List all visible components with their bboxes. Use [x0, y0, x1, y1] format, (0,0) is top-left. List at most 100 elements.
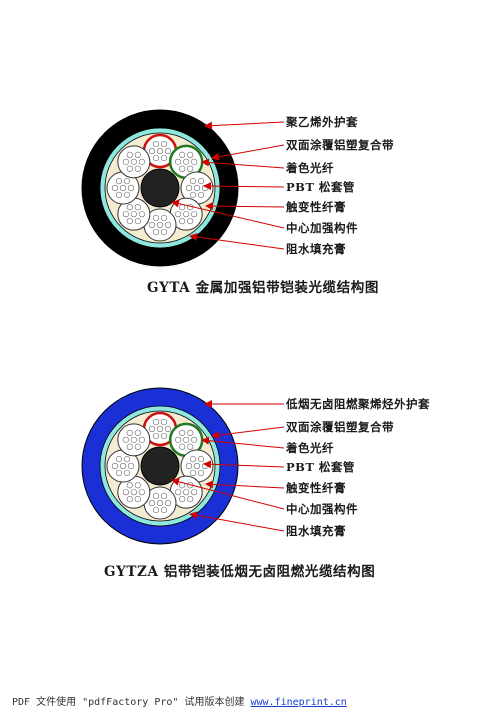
fiber-dot: [187, 151, 194, 159]
fiber-dot: [138, 489, 145, 496]
fiber-dot: [126, 443, 133, 450]
fiber-dot: [191, 211, 198, 218]
fiber-dot: [193, 184, 201, 192]
fiber-dot: [183, 158, 190, 165]
label-colored-fiber: 着色光纤: [286, 441, 334, 455]
fiber-dot: [123, 469, 131, 477]
fiber-dot: [122, 436, 129, 443]
leader-line: [204, 121, 285, 130]
label-outer-sheath: 聚乙烯外护套: [286, 115, 358, 129]
fiber-dot: [179, 443, 186, 450]
fiber-dot: [130, 158, 137, 165]
pbt-loose-tube: [143, 486, 177, 520]
fiber-dot: [148, 499, 156, 507]
fiber-dot: [122, 489, 129, 496]
fiber-dot: [189, 191, 197, 199]
fiber-dot: [130, 436, 137, 443]
fiber-dot: [160, 492, 168, 500]
fiber-dot: [160, 228, 168, 236]
fiber-dot: [156, 221, 164, 229]
fiber-dot: [189, 455, 197, 463]
label-central-member: 中心加强构件: [286, 502, 358, 516]
fiber-dot: [138, 158, 145, 165]
fiber-dot: [126, 165, 133, 172]
fiber-dot: [191, 436, 198, 443]
label-armor-tape: 双面涂覆铝塑复合带: [286, 138, 394, 152]
pbt-loose-tube: [143, 208, 177, 242]
leader-line: [205, 202, 285, 211]
gytza-caption: GYTZA 铝带铠装低烟无卤阻燃光缆结构图: [104, 564, 376, 580]
fiber-dot: [156, 147, 164, 155]
fiber-dot: [164, 147, 172, 155]
fiber-dot: [134, 151, 141, 159]
label-filling-compound: 阻水填充膏: [286, 242, 346, 256]
gyta-caption: GYTA 金属加强铝带铠装光缆结构图: [147, 280, 379, 296]
fiber-dot: [183, 211, 190, 218]
fiber-dot: [156, 425, 164, 433]
fiber-dot: [175, 489, 182, 496]
fiber-dot: [111, 462, 119, 470]
label-thixotropic-gel: 触变性纤膏: [286, 200, 346, 214]
fiber-dot: [115, 469, 123, 477]
pbt-loose-tube: [168, 422, 204, 458]
leader-line: [171, 199, 285, 229]
pbt-loose-tube: [117, 423, 151, 457]
fiber-dot: [179, 151, 186, 159]
footer-text: PDF 文件使用 "pdfFactory Pro" 试用版本创建: [12, 697, 251, 708]
fiber-dot: [115, 177, 123, 185]
fiber-dot: [189, 177, 197, 185]
leader-line: [205, 480, 285, 489]
fiber-dot: [187, 443, 194, 450]
leader-line: [189, 511, 285, 532]
fiber-dot: [123, 455, 131, 463]
label-pbt-tube: PBT 松套管: [286, 460, 355, 474]
fiber-dot: [126, 217, 133, 225]
label-thixotropic-gel: 触变性纤膏: [286, 481, 346, 495]
label-outer-sheath: 低烟无卤阻燃聚烯烃外护套: [286, 397, 430, 411]
fiber-dot: [185, 184, 193, 192]
fiber-dot: [152, 228, 160, 236]
fiber-dot: [197, 469, 205, 477]
pbt-loose-tube: [117, 145, 151, 179]
fiber-dot: [138, 211, 145, 218]
fiber-dot: [152, 214, 160, 222]
footer-link[interactable]: www.fineprint.cn: [250, 697, 347, 708]
fiber-dot: [126, 482, 133, 489]
fiber-dot: [115, 455, 123, 463]
fiber-dot: [191, 489, 198, 496]
fiber-dot: [152, 506, 160, 514]
fiber-dot: [134, 443, 141, 450]
fiber-dot: [191, 158, 198, 165]
fiber-dot: [160, 432, 168, 440]
label-armor-tape: 双面涂覆铝塑复合带: [286, 420, 394, 434]
fiber-dot: [134, 217, 141, 225]
fiber-dot: [187, 429, 194, 437]
fiber-dot: [156, 499, 164, 507]
fiber-dot: [122, 158, 129, 165]
fiber-dot: [152, 140, 160, 148]
fiber-dot: [175, 158, 182, 165]
fiber-dot: [134, 165, 141, 172]
fiber-dot: [134, 482, 141, 489]
fiber-dot: [134, 204, 141, 211]
fiber-dot: [160, 506, 168, 514]
pbt-loose-tube: [106, 171, 140, 205]
fiber-dot: [123, 191, 131, 199]
fiber-dot: [164, 499, 172, 507]
fiber-dot: [126, 151, 133, 159]
pbt-loose-tube: [106, 449, 140, 483]
fiber-dot: [197, 191, 205, 199]
leader-line: [171, 477, 285, 510]
fiber-dot: [179, 495, 186, 503]
gytza-diagram: 低烟无卤阻燃聚烯烃外护套 双面涂覆铝塑复合带 着色光纤 PBT 松套管 触变性纤…: [0, 368, 504, 568]
fiber-dot: [183, 489, 190, 496]
fiber-dot: [160, 418, 168, 426]
fiber-dot: [187, 165, 194, 172]
leader-line: [203, 460, 285, 469]
fiber-dot: [126, 204, 133, 211]
fiber-dot: [148, 221, 156, 229]
fiber-dot: [119, 184, 127, 192]
pbt-loose-tube: [117, 475, 151, 509]
fiber-dot: [152, 154, 160, 162]
fiber-dot: [160, 214, 168, 222]
